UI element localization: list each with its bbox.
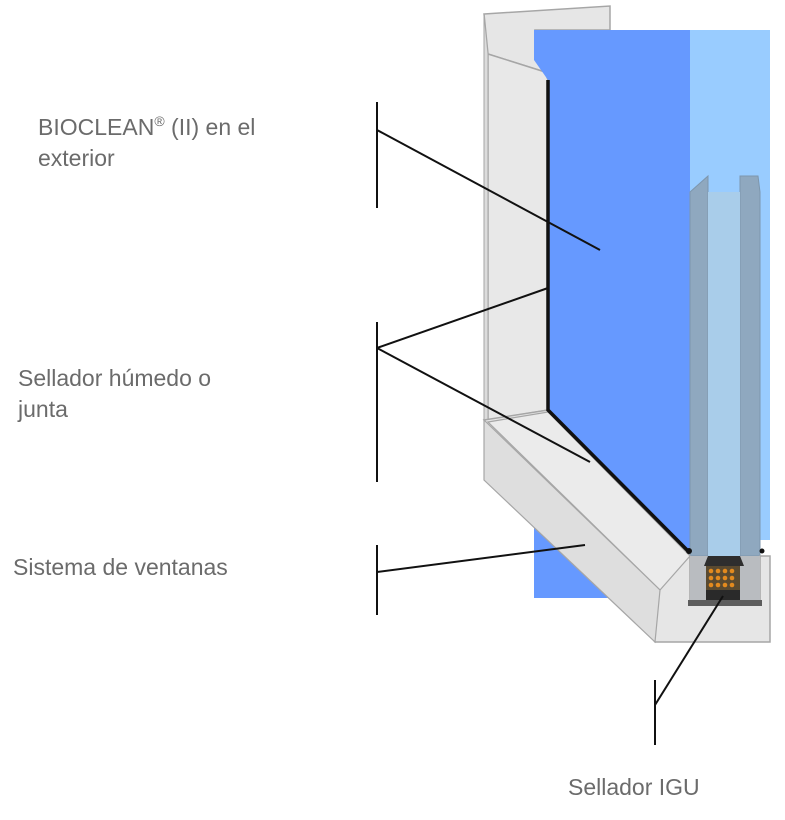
igu-spacer-right	[739, 175, 761, 557]
igu-gap	[708, 192, 740, 556]
sealant-leader-lower	[376, 347, 591, 463]
wet-seal-bead	[546, 80, 692, 555]
label-wet-sealant-line1: Sellador húmedo o	[18, 365, 212, 391]
seal-dot-outer	[686, 548, 692, 554]
leader-lines	[376, 102, 724, 745]
registered-mark: ®	[154, 113, 165, 129]
window-system-leader	[376, 544, 586, 573]
igu-secondary-seal	[706, 590, 740, 600]
igu-bottom-strip	[688, 600, 762, 606]
bioclean-leader	[376, 129, 601, 251]
window-frame	[483, 5, 611, 421]
sealant-leader-upper	[376, 287, 549, 349]
frame-left-face	[483, 13, 489, 421]
frame-sill-front-face	[483, 418, 661, 644]
igu-leader	[654, 595, 724, 706]
label-wet-sealant: Sellador húmedo o junta	[18, 363, 211, 425]
label-window-system-text: Sistema de ventanas	[13, 554, 228, 580]
outer-glass-bioclean	[534, 30, 690, 556]
igu-spacer-left	[689, 174, 709, 557]
seal-dot-inner	[759, 548, 765, 554]
igu-sealant-block	[688, 556, 762, 606]
desiccant-beads	[708, 568, 735, 588]
frame-vertical-profile	[487, 52, 549, 421]
igu-sealant-wedge	[704, 556, 744, 566]
label-window-system: Sistema de ventanas	[13, 552, 228, 583]
label-wet-sealant-line2: junta	[18, 396, 68, 422]
label-bioclean-brand: BIOCLEAN	[38, 114, 155, 140]
label-bioclean: BIOCLEAN® (II) en el exterior	[38, 112, 255, 174]
label-igu-sealant-text: Sellador IGU	[568, 774, 700, 800]
label-bioclean-rest: (II) en el	[164, 114, 256, 140]
label-igu-sealant: Sellador IGU	[568, 772, 700, 803]
label-bioclean-line2: exterior	[38, 145, 115, 171]
